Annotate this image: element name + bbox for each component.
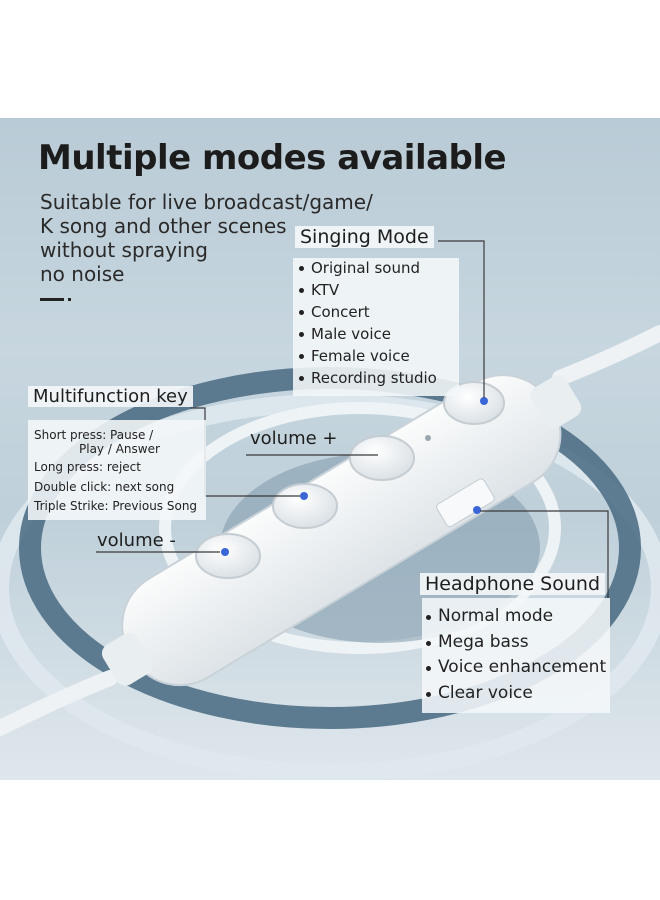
headphone-sound-list: Normal mode Mega bass Voice enhancement … bbox=[424, 604, 606, 706]
headphone-sound-item: Voice enhancement bbox=[424, 655, 606, 681]
leader-singing bbox=[438, 240, 485, 398]
headphone-sound-item: Normal mode bbox=[424, 604, 606, 630]
button-volume-plus bbox=[349, 435, 415, 481]
marker-switch bbox=[473, 506, 481, 514]
subtitle-line-1: Suitable for live broadcast/game/ bbox=[40, 190, 373, 214]
marker-multifunction bbox=[300, 492, 308, 500]
multifunction-line-5: Triple Strike: Previous Song bbox=[34, 499, 198, 513]
outer-ring bbox=[0, 394, 660, 780]
multifunction-line-2: Play / Answer bbox=[79, 442, 160, 456]
product-scene: Multiple modes available Suitable for li… bbox=[0, 118, 660, 780]
singing-mode-item: Concert bbox=[297, 301, 437, 323]
button-volume-minus bbox=[195, 533, 261, 579]
subtitle-line-3: without spraying bbox=[40, 238, 208, 262]
singing-mode-item: KTV bbox=[297, 279, 437, 301]
background-art bbox=[0, 240, 660, 780]
volume-plus-label: volume + bbox=[250, 428, 338, 449]
subtitle-dash bbox=[40, 298, 64, 301]
multifunction-panel bbox=[28, 420, 206, 520]
button-multifunction bbox=[272, 483, 338, 529]
multifunction-title: Multifunction key bbox=[28, 386, 193, 407]
singing-mode-item: Original sound bbox=[297, 257, 437, 279]
sound-switch bbox=[436, 478, 495, 528]
marker-volume-minus bbox=[221, 548, 229, 556]
singing-mode-item: Male voice bbox=[297, 323, 437, 345]
subtitle-line-2: K song and other scenes bbox=[40, 214, 287, 238]
singing-mode-item: Recording studio bbox=[297, 367, 437, 389]
headline: Multiple modes available bbox=[38, 138, 507, 178]
multifunction-line-3: Long press: reject bbox=[34, 460, 141, 474]
inner-ring bbox=[159, 402, 561, 654]
cable-right bbox=[552, 325, 660, 386]
multifunction-line-1: Short press: Pause / bbox=[34, 428, 154, 442]
subtitle-dash-dot bbox=[68, 298, 71, 301]
singing-mode-title: Singing Mode bbox=[295, 226, 434, 248]
headphone-sound-item: Clear voice bbox=[424, 681, 606, 707]
singing-mode-list: Original sound KTV Concert Male voice Fe… bbox=[297, 257, 437, 389]
headphone-sound-title: Headphone Sound bbox=[420, 573, 606, 595]
subtitle-line-4: no noise bbox=[40, 262, 125, 286]
cable-left bbox=[0, 670, 118, 736]
marker-mode bbox=[480, 397, 488, 405]
headphone-sound-item: Mega bass bbox=[424, 630, 606, 656]
button-mode bbox=[443, 381, 505, 425]
headphone-sound-panel bbox=[422, 598, 610, 713]
leader-headphone bbox=[480, 510, 609, 598]
singing-mode-item: Female voice bbox=[297, 345, 437, 367]
mic-hole bbox=[425, 435, 431, 441]
multifunction-line-4: Double click: next song bbox=[34, 480, 175, 494]
singing-mode-panel bbox=[293, 258, 459, 396]
volume-minus-label: volume - bbox=[97, 530, 176, 551]
